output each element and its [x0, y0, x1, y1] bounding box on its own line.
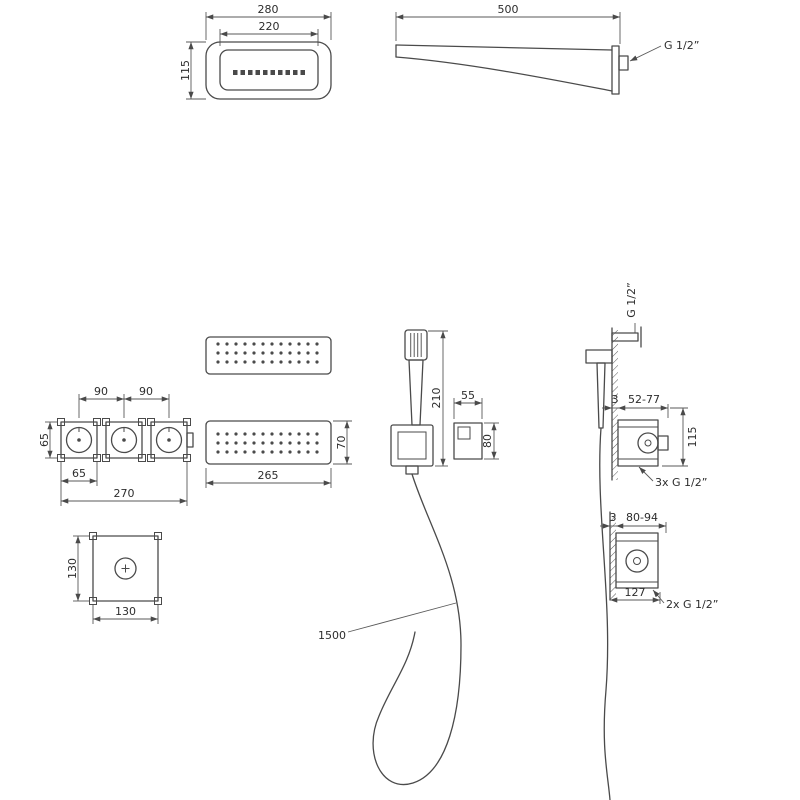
thread-label-2x-g12: 2x G 1/2”: [666, 598, 718, 611]
hand-shower-side-view: [596, 362, 606, 429]
side-view-installation-bottom: 3 80-94 127 2x G 1/2”: [600, 511, 718, 611]
dim-label-55: 55: [461, 389, 475, 402]
shower-hose: 1500: [318, 473, 462, 786]
wall-hatch-bottom: [610, 514, 616, 600]
dim-label-90-1: 90: [94, 385, 108, 398]
dim-label-220: 220: [259, 20, 280, 33]
mixer-side-view: [617, 419, 669, 467]
mixer-outlet-stub: [186, 432, 194, 448]
dim-label-265: 265: [258, 469, 279, 482]
mixer-front-view: 90 90 65 65 270: [38, 385, 194, 506]
dim-label-80: 80: [481, 434, 494, 448]
dim-label-130-left: 130: [66, 558, 79, 579]
body-jet-2: 70 265: [205, 420, 352, 488]
thread-label-3x-g12: 3x G 1/2”: [655, 476, 707, 489]
dim-label-3-bottom: 3: [610, 511, 617, 524]
outlet-elbow: [453, 422, 483, 460]
dim-label-90-2: 90: [139, 385, 153, 398]
side-view-installation-top: G 1/2” 3 52-77 115 3x G 1/2”: [585, 282, 707, 800]
dim-label-52-77: 52-77: [628, 393, 660, 406]
hand-shower-front-view: 210 55 80: [390, 329, 499, 475]
single-valve-front-view: 130 130: [66, 532, 162, 624]
dim-label-115-head: 115: [179, 60, 192, 81]
spout-thread-stub: [618, 55, 629, 71]
dim-label-65-bottom: 65: [72, 467, 86, 480]
holder-side-view: [585, 349, 613, 364]
waterfall-head-front-view: 280 220 115: [179, 3, 332, 100]
hand-shower-handle: [408, 359, 424, 426]
hand-shower-bracket: [390, 424, 434, 467]
dim-label-115-side: 115: [686, 427, 699, 448]
dim-label-80-94: 80-94: [626, 511, 658, 524]
spout-side-view: 500 G 1/2”: [395, 3, 699, 95]
waterfall-nozzles: [233, 70, 305, 75]
dim-label-1500: 1500: [318, 629, 346, 642]
dim-label-130-bottom: 130: [115, 605, 136, 618]
wall-hatch-top: [612, 330, 618, 480]
dim-label-70: 70: [335, 436, 348, 450]
dim-label-270: 270: [114, 487, 135, 500]
body-jet-1: [205, 336, 332, 375]
dim-label-127: 127: [625, 586, 646, 599]
valve-side-view: [615, 532, 659, 589]
thread-label-g12-side: G 1/2”: [625, 282, 638, 317]
dim-label-65-left: 65: [38, 433, 51, 447]
hose-side-view: [599, 427, 611, 800]
dim-label-500: 500: [498, 3, 519, 16]
dim-label-210: 210: [430, 388, 443, 409]
dim-label-3-top: 3: [612, 393, 619, 406]
thread-label-g12-spout: G 1/2”: [664, 39, 699, 52]
hose-nut: [405, 465, 419, 475]
dim-label-280: 280: [258, 3, 279, 16]
